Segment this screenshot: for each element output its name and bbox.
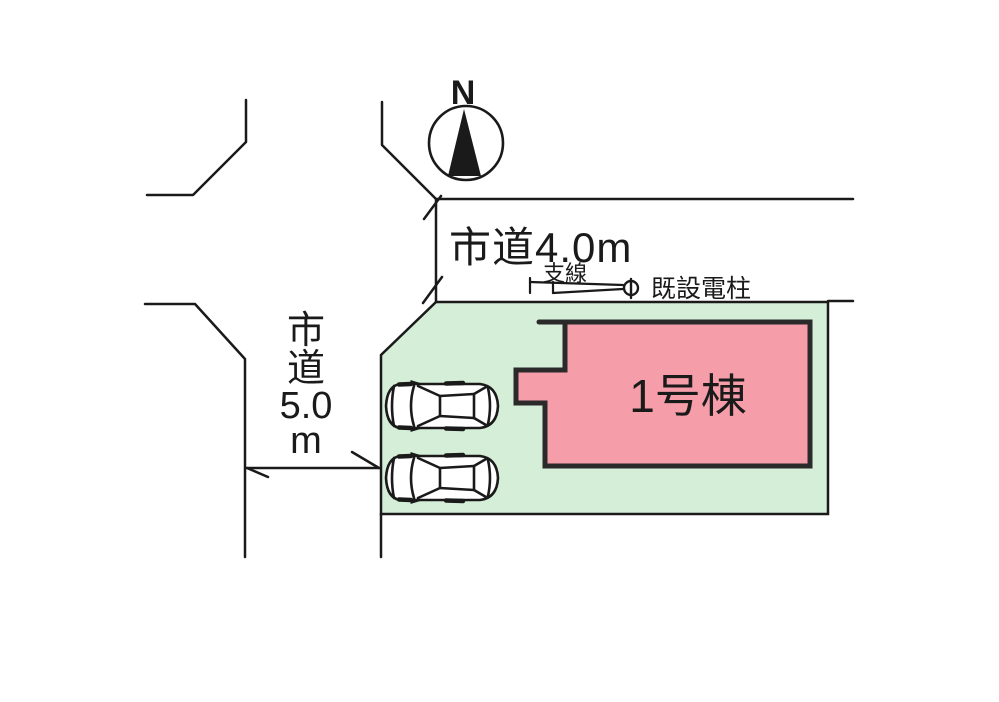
guy-wire-label: 支線 [543,261,587,286]
road-5m-label-char: 市 [287,310,325,352]
survey-tick-top [422,194,443,221]
road-5m-label-char: 5.0 [280,385,333,427]
north-compass-icon: N [427,74,505,182]
survey-tick-bottom [421,275,444,305]
road-line-northeast [380,100,438,201]
utility-pole-icon [622,277,640,300]
road-5m-label: 市 道 5.0 m [280,310,333,462]
car-icon [386,453,498,503]
compass-needle [448,109,481,176]
utility-pole-label: 既設電柱 [651,275,751,303]
building-1-label: 1号棟 [629,370,747,422]
compass-north-label: N [451,74,476,112]
guy-wire-icon [528,276,625,295]
road-4m-label: 市道4.0m [449,224,632,271]
road-width-dimension-arrow [245,450,381,479]
road-5m-label-char: m [290,420,322,462]
building-1-shape [513,319,813,469]
road-line-northwest [145,98,248,197]
car-icon [386,381,498,431]
road-boundary-lines [143,98,855,559]
road-line-southwest [143,302,247,559]
road-5m-label-char: 道 [287,348,325,390]
